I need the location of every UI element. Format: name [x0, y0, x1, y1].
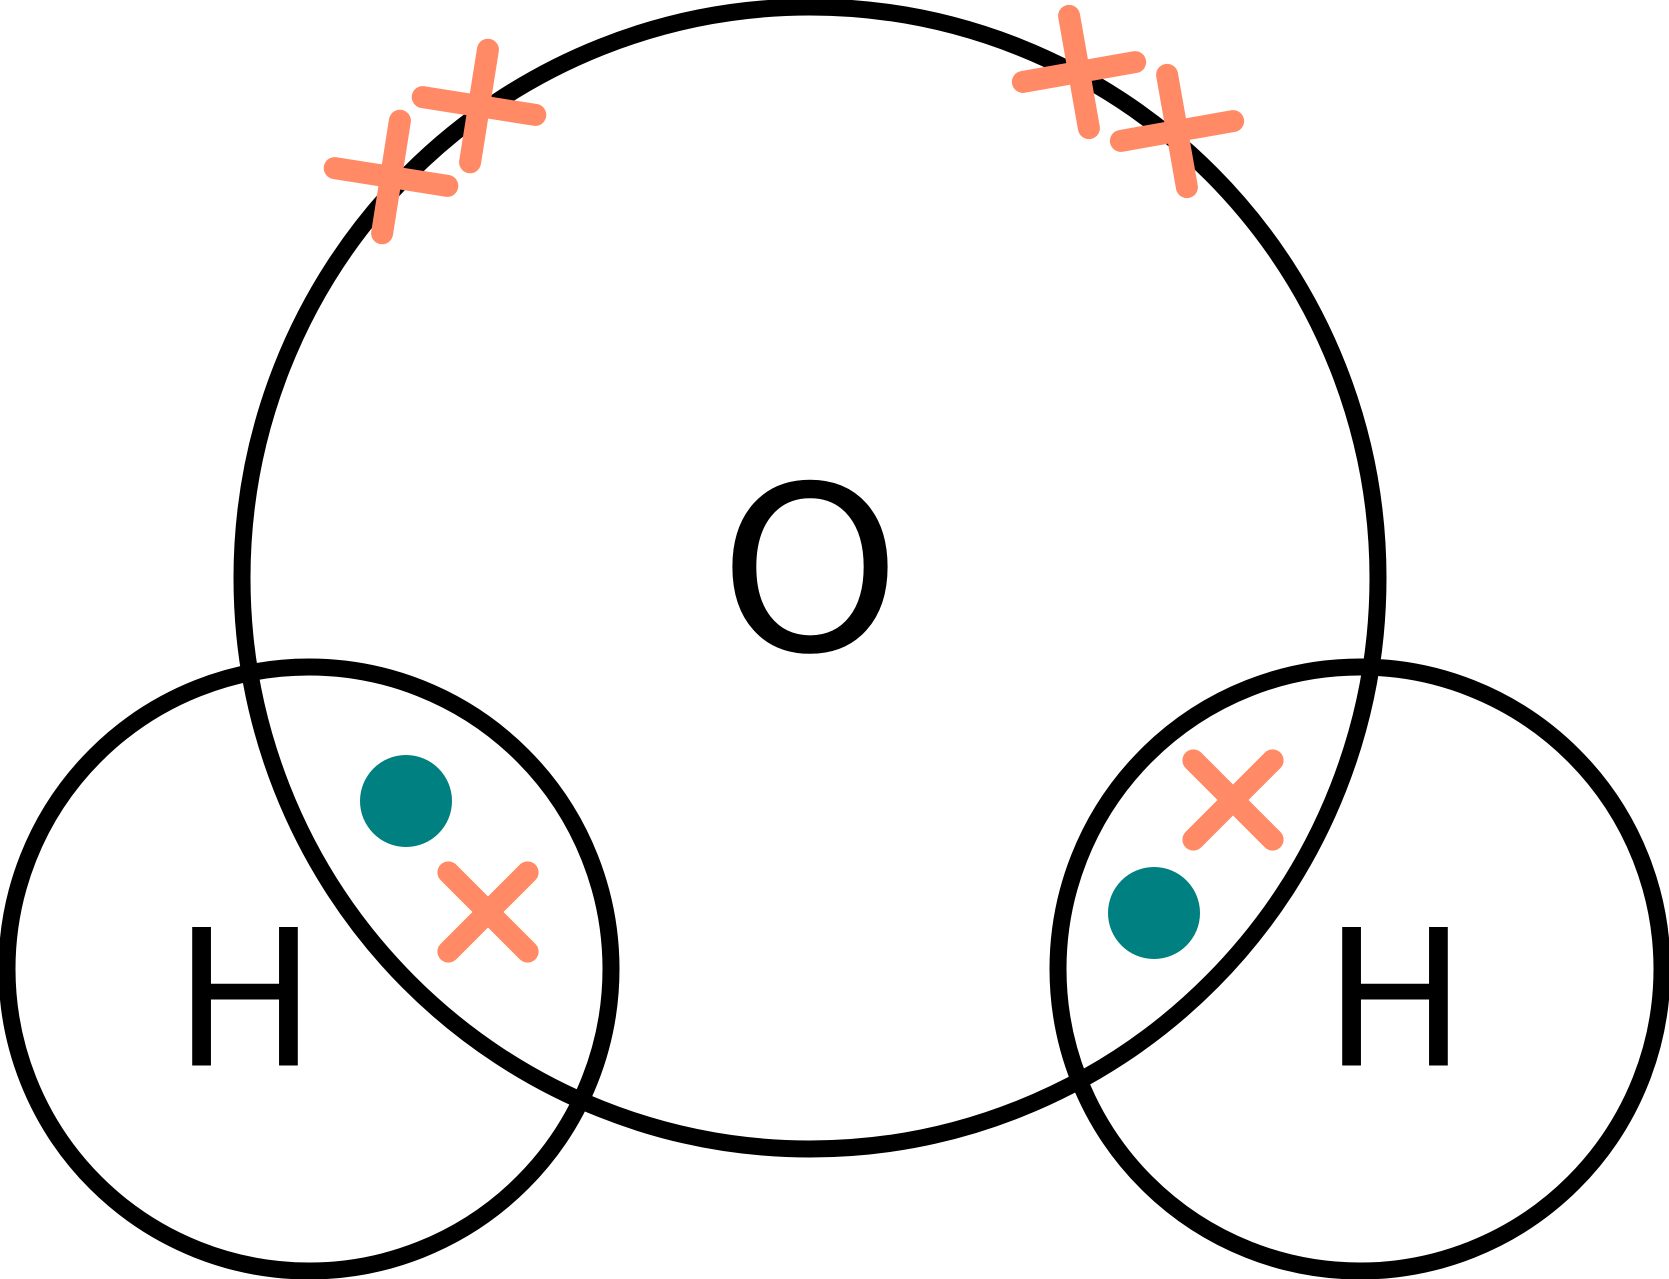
oxygen-shell [233, 0, 1387, 1158]
cross-icon [1109, 63, 1245, 199]
cross-icon [411, 38, 547, 174]
hydrogen-left-shell [0, 658, 620, 1279]
cross-icon [1011, 4, 1147, 140]
cross-icon [437, 861, 539, 963]
bonding-pair-left [360, 755, 539, 963]
lone-pair-top-left [323, 38, 547, 245]
cross-icon [1182, 749, 1284, 851]
dot-icon [1108, 867, 1200, 959]
lone-pair-top-right [1011, 4, 1245, 199]
cross-icon [323, 109, 459, 245]
bonding-pair-right [1108, 749, 1284, 959]
hydrogen-right-shell [1049, 658, 1669, 1279]
dot-icon [360, 755, 452, 847]
hydrogen-right-label: H [1324, 890, 1467, 1111]
hydrogen-left-label: H [174, 890, 317, 1111]
oxygen-label: O [719, 439, 900, 706]
